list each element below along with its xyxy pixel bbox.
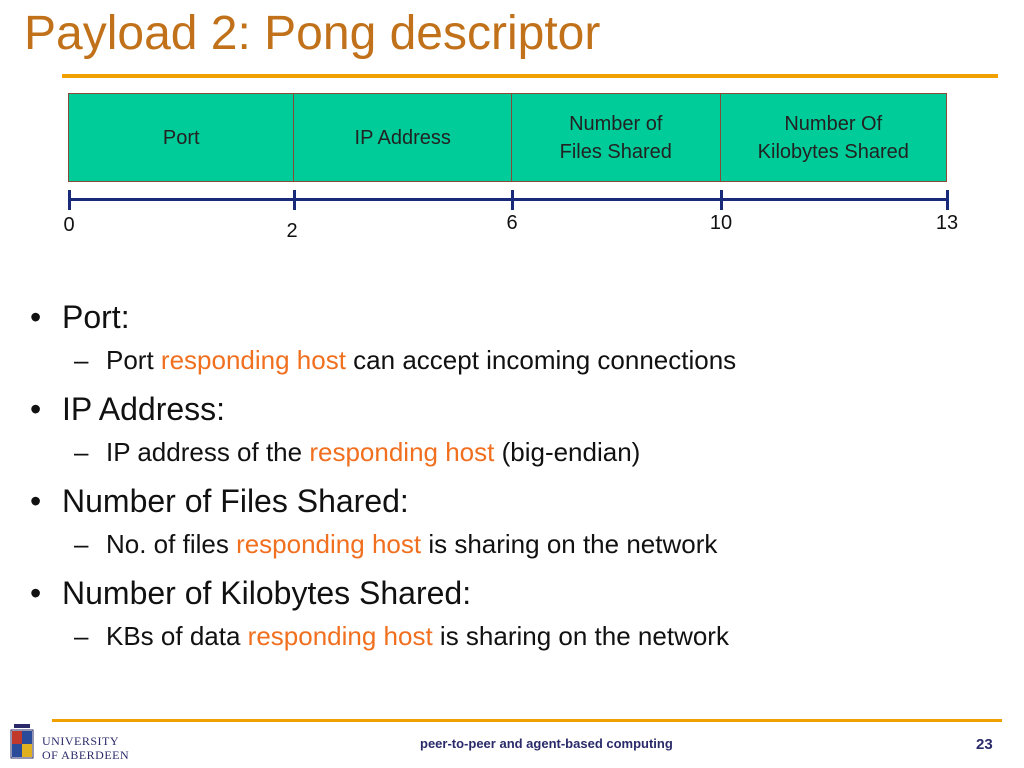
- crest-icon: [10, 724, 34, 759]
- bullet-heading: Number of Files Shared:: [62, 483, 409, 519]
- bullet-dot: •: [30, 575, 42, 611]
- bullet-heading: Number of Kilobytes Shared:: [62, 575, 472, 611]
- sub-text: KBs of data: [106, 621, 248, 651]
- bullet-list: •Port: –Port responding host can accept …: [30, 288, 1000, 656]
- tick-6: [511, 190, 514, 210]
- highlight-text: responding host: [160, 345, 346, 375]
- bullet-dot: •: [30, 391, 42, 427]
- bullet-files-shared: • Number of Files Shared:: [30, 478, 1000, 524]
- field-ip-address: IP Address: [294, 94, 512, 181]
- logo-line-2: OF ABERDEEN: [42, 748, 130, 762]
- pong-descriptor-diagram: Port IP Address Number of Files Shared N…: [68, 93, 947, 182]
- sub-bullet-ip-address: –IP address of the responding host (big-…: [30, 432, 1000, 472]
- university-logo: UNIVERSITY OF ABERDEEN: [10, 722, 140, 766]
- sub-text: No. of files: [106, 529, 237, 559]
- footer-divider: [52, 719, 1002, 722]
- highlight-text: responding host: [247, 621, 433, 651]
- offset-label-10: 10: [709, 212, 733, 234]
- sub-text: can accept incoming connections: [345, 345, 737, 375]
- offset-label-13: 13: [935, 212, 959, 234]
- sub-text: Port: [106, 345, 161, 375]
- dash: –: [74, 621, 89, 651]
- tick-13: [946, 190, 949, 210]
- logo-line-1: UNIVERSITY: [42, 734, 119, 748]
- field-kilobytes-shared: Number Of Kilobytes Shared: [757, 112, 909, 163]
- tick-0: [68, 190, 71, 210]
- highlight-text: responding host: [236, 529, 422, 559]
- dash: –: [74, 437, 89, 467]
- logo-text: UNIVERSITY OF ABERDEEN: [42, 734, 129, 762]
- dash: –: [74, 529, 89, 559]
- axis-line: [68, 198, 949, 201]
- sub-text: IP address of the: [106, 437, 310, 467]
- sub-bullet-files-shared: –No. of files responding host is sharing…: [30, 524, 1000, 564]
- sub-text: is sharing on the network: [421, 529, 718, 559]
- footer-course-title: peer-to-peer and agent-based computing: [420, 736, 673, 751]
- sub-bullet-port: –Port responding host can accept incomin…: [30, 340, 1000, 380]
- dash: –: [74, 345, 89, 375]
- bullet-dot: •: [30, 483, 42, 519]
- byte-offset-axis: [68, 190, 950, 210]
- title-divider: [62, 74, 998, 78]
- offset-label-6: 6: [506, 212, 518, 234]
- offset-label-2: 2: [286, 220, 298, 242]
- highlight-text: responding host: [309, 437, 495, 467]
- page-number: 23: [976, 736, 993, 753]
- bullet-heading: Port:: [62, 299, 130, 335]
- bullet-kilobytes-shared: • Number of Kilobytes Shared:: [30, 570, 1000, 616]
- tick-2: [293, 190, 296, 210]
- bullet-dot: •: [30, 299, 42, 335]
- bullet-port: • Port:: [30, 294, 1000, 340]
- sub-text: (big-endian): [494, 437, 641, 467]
- sub-text: is sharing on the network: [432, 621, 729, 651]
- bullet-heading: IP Address:: [62, 391, 226, 427]
- offset-label-0: 0: [63, 214, 75, 236]
- sub-bullet-kilobytes-shared: –KBs of data responding host is sharing …: [30, 616, 1000, 656]
- tick-10: [720, 190, 723, 210]
- slide-title: Payload 2: Pong descriptor: [24, 7, 601, 60]
- bullet-ip-address: • IP Address:: [30, 386, 1000, 432]
- field-files-shared: Number of Files Shared: [512, 94, 721, 181]
- field-port: Port: [69, 94, 295, 181]
